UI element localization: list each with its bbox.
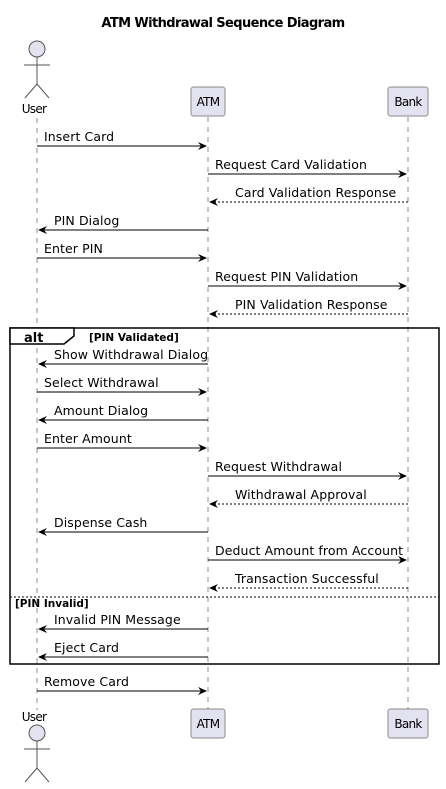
alt-keyword: alt [24, 331, 43, 346]
message-label: Request Withdrawal [215, 459, 342, 474]
message-label: Insert Card [44, 129, 114, 144]
participant-label: User [22, 102, 47, 116]
arrowhead-icon [198, 142, 207, 150]
alt-guard-main: [PIN Validated] [89, 332, 179, 344]
message-atm-to-user: Eject Card [38, 640, 208, 661]
message-label: Invalid PIN Message [54, 612, 181, 627]
message-label: Enter Amount [44, 431, 132, 446]
message-label: Amount Dialog [54, 403, 148, 418]
arrowhead-icon [38, 625, 47, 633]
message-label: Request PIN Validation [215, 269, 358, 284]
arrowhead-icon [198, 254, 207, 262]
message-label: Select Withdrawal [44, 375, 159, 390]
alt-fragment: alt [PIN Validated] [PIN Invalid] [9, 327, 440, 665]
message-label: Remove Card [44, 674, 129, 689]
diagram-title: ATM Withdrawal Sequence Diagram [101, 16, 344, 31]
message-atm-to-user: Show Withdrawal Dialog [38, 347, 208, 368]
alt-tab [9, 327, 75, 345]
message-label: Card Validation Response [235, 185, 397, 200]
participant-label: ATM [197, 717, 220, 731]
message-user-to-atm: Select Withdrawal [37, 375, 207, 396]
message-label: Withdrawal Approval [235, 487, 367, 502]
arrowhead-icon [398, 472, 407, 480]
message-label: Deduct Amount from Account [215, 543, 403, 558]
user-actor-icon [24, 40, 50, 99]
message-label: PIN Validation Response [235, 297, 388, 312]
participant-label: Bank [394, 95, 422, 109]
message-atm-to-bank: Request Card Validation [208, 157, 407, 178]
participant-user-top: User [22, 40, 50, 116]
message-atm-to-user: Invalid PIN Message [38, 612, 208, 633]
arrowhead-icon [38, 528, 47, 536]
arrowhead-icon [209, 198, 218, 206]
message-bank-to-atm: Card Validation Response [209, 185, 408, 206]
message-atm-to-bank: Request PIN Validation [208, 269, 407, 290]
participant-atm-top: ATM [190, 86, 226, 117]
message-label: Show Withdrawal Dialog [54, 347, 208, 362]
user-actor-icon [24, 724, 50, 783]
arrowhead-icon [398, 170, 407, 178]
participant-label: ATM [197, 95, 220, 109]
message-user-to-atm: Enter Amount [37, 431, 207, 452]
participant-bank-top: Bank [387, 86, 429, 117]
arrowhead-icon [38, 416, 47, 424]
participant-bank-bottom: Bank [387, 708, 429, 739]
alt-guard-else: [PIN Invalid] [15, 598, 89, 610]
message-label: PIN Dialog [54, 213, 119, 228]
participant-label: User [22, 710, 47, 724]
message-label: Enter PIN [44, 241, 103, 256]
message-label: Transaction Successful [234, 571, 379, 586]
arrowhead-icon [38, 360, 47, 368]
message-user-to-atm: Remove Card [37, 674, 207, 695]
participant-label: Bank [394, 717, 422, 731]
message-atm-to-user: Dispense Cash [38, 515, 208, 536]
message-label: Eject Card [54, 640, 119, 655]
arrowhead-icon [38, 653, 47, 661]
message-user-to-atm: Insert Card [37, 129, 207, 150]
arrowhead-icon [38, 226, 47, 234]
message-bank-to-atm: PIN Validation Response [209, 297, 408, 318]
message-label: Dispense Cash [54, 515, 147, 530]
arrowhead-icon [198, 388, 207, 396]
message-user-to-atm: Enter PIN [37, 241, 207, 262]
message-atm-to-user: PIN Dialog [38, 213, 208, 234]
participant-atm-bottom: ATM [190, 708, 226, 739]
arrowhead-icon [398, 556, 407, 564]
arrowhead-icon [198, 444, 207, 452]
arrowhead-icon [398, 282, 407, 290]
arrowhead-icon [198, 687, 207, 695]
participant-user-bottom: User [22, 710, 50, 783]
message-label: Request Card Validation [215, 157, 367, 172]
message-atm-to-user: Amount Dialog [38, 403, 208, 424]
message-bank-to-atm: Withdrawal Approval [209, 487, 408, 508]
arrowhead-icon [209, 500, 218, 508]
arrowhead-icon [209, 310, 218, 318]
message-bank-to-atm: Transaction Successful [209, 571, 408, 592]
arrowhead-icon [209, 584, 218, 592]
message-atm-to-bank: Request Withdrawal [208, 459, 407, 480]
message-atm-to-bank: Deduct Amount from Account [208, 543, 407, 564]
